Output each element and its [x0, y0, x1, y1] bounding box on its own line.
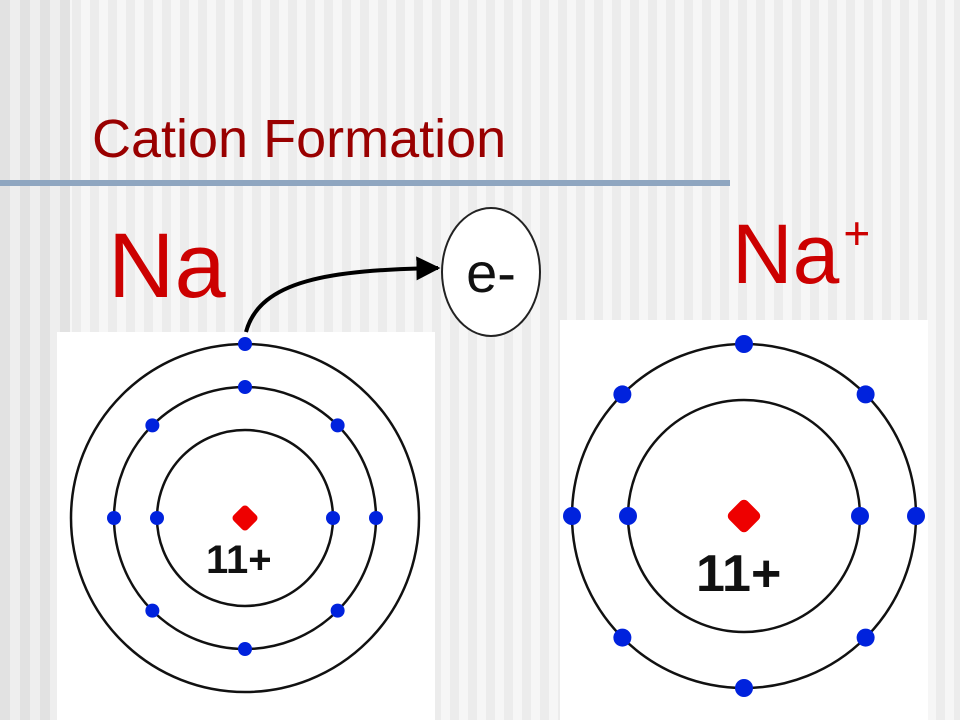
sodium-ion-electron — [619, 507, 637, 525]
sodium-ion-electron — [735, 679, 753, 697]
sodium-ion-symbol: Na — [732, 207, 840, 301]
electron-bubble: e- — [441, 207, 541, 337]
sodium-ion-electron — [851, 507, 869, 525]
sodium-ion-diagram — [563, 335, 925, 697]
sodium-ion-nucleus-label: 11+ — [696, 545, 782, 603]
sodium-ion-charge: + — [843, 207, 871, 259]
sodium-atom-electron — [330, 603, 345, 618]
sodium-atom-electron — [238, 337, 252, 351]
sodium-atom-electron — [330, 418, 345, 433]
sodium-atom-electron — [238, 380, 252, 394]
title-underline — [0, 180, 730, 186]
sodium-ion-electron — [613, 628, 632, 647]
electron-label: e- — [466, 240, 516, 304]
sodium-ion-electron — [613, 385, 632, 404]
slide-title: Cation Formation — [92, 109, 507, 169]
sodium-ion-electron — [856, 385, 875, 404]
sodium-ion-electron — [856, 628, 875, 647]
sodium-ion-electron — [563, 507, 581, 525]
sodium-atom-electron — [145, 418, 160, 433]
sodium-atom-electron — [150, 511, 164, 525]
sodium-atom-nucleus — [232, 505, 258, 531]
sodium-ion-electron — [907, 507, 925, 525]
sodium-atom-electron — [107, 511, 121, 525]
sodium-atom-electron — [326, 511, 340, 525]
sodium-ion-nucleus — [727, 499, 761, 533]
sodium-atom-electron — [369, 511, 383, 525]
sodium-atom-label: Na — [108, 215, 226, 317]
sodium-atom-nucleus-label: 11+ — [206, 538, 272, 582]
sodium-atom-electron — [145, 603, 160, 618]
sodium-atom-electron — [238, 642, 252, 656]
electron-transfer-arrow — [244, 256, 441, 333]
sodium-ion-electron — [735, 335, 753, 353]
sodium-ion-label: Na+ — [732, 210, 870, 296]
sodium-atom-diagram — [69, 337, 421, 694]
